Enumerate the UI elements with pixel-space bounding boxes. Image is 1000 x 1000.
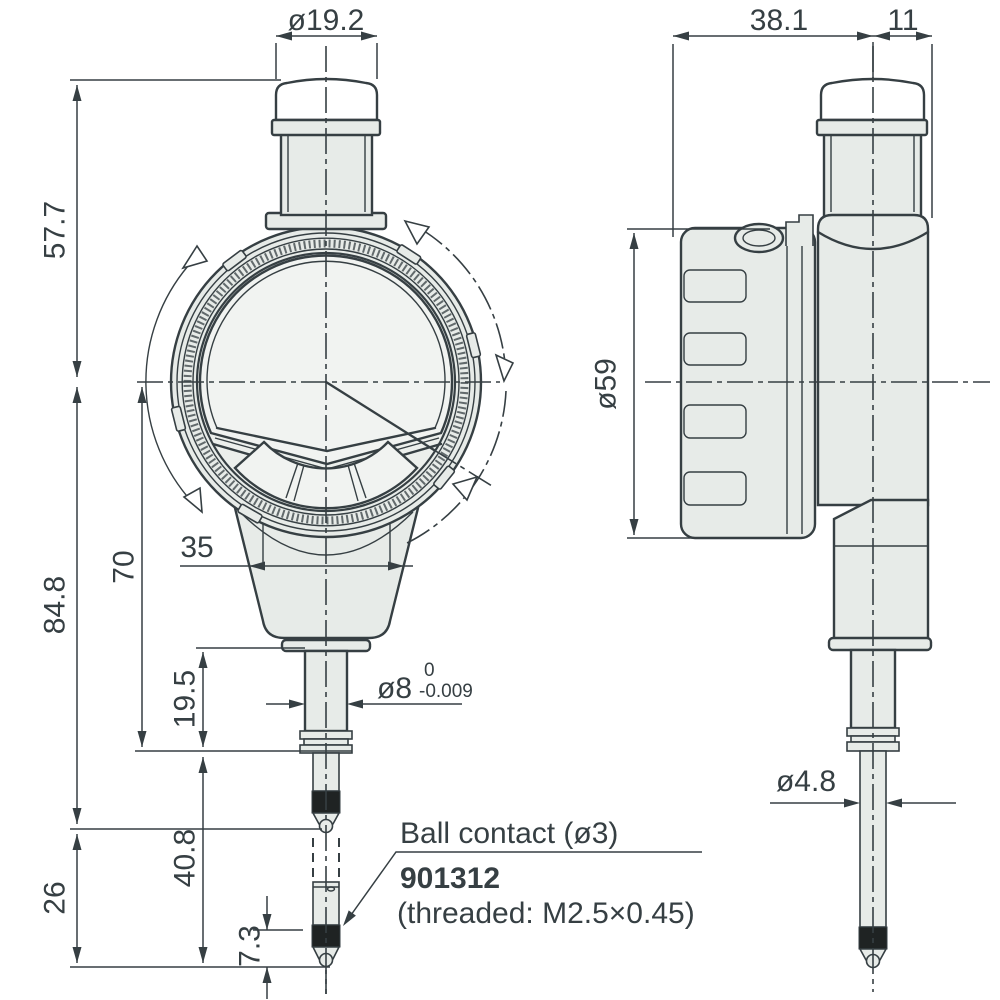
rotation-arrow-icon [403, 219, 431, 246]
side-body [816, 213, 933, 652]
callout-part-number: 901312 [400, 862, 500, 895]
output-cover-tab [785, 214, 814, 246]
dim-stem-length: 19.5 [169, 670, 202, 728]
side-button [683, 269, 747, 303]
front-view [137, 46, 515, 994]
dim-bezel-diameter: ø59 [590, 358, 623, 410]
dim-stem-diameter: ø8 [377, 672, 412, 705]
callout-thread-note: (threaded: M2.5×0.45) [397, 897, 695, 930]
rotation-arrow-icon [494, 353, 515, 384]
rotation-arrow-icon [182, 486, 203, 514]
side-view [645, 46, 990, 992]
dim-lower-section: 26 [39, 881, 72, 914]
bezel-rotation-marks [145, 219, 515, 545]
dim-cap-overhang: 11 [887, 4, 918, 37]
side-knurled-cap [819, 77, 926, 122]
dim-spindle-travel: 40.8 [169, 829, 202, 887]
dim-cap-diameter: ø19.2 [288, 4, 365, 37]
spindle-travel-ghost [312, 838, 340, 882]
dim-height-lower: 84.8 [39, 576, 72, 634]
front-dimensions: ø19.2 57.7 84.8 26 70 19.5 40.8 [39, 4, 473, 999]
dim-center-to-stem-end: 70 [108, 550, 141, 583]
side-button [683, 404, 747, 439]
side-dimensions: 38.1 11 ø59 ø4.8 [590, 4, 956, 808]
bezel-grip-tabs [170, 244, 482, 524]
front-knurled-cap [274, 77, 379, 122]
dim-spindle-diameter: ø4.8 [776, 765, 836, 798]
callout-label: Ball contact (ø3) [400, 817, 618, 850]
top-set-button [733, 222, 785, 254]
rotation-arrow-icon [181, 244, 209, 270]
dim-body-depth: 38.1 [750, 4, 808, 37]
side-bezel [679, 214, 817, 540]
bezel-serration [183, 239, 469, 525]
contact-point-callout: Ball contact (ø3) 901312 (threaded: M2.5… [343, 817, 702, 930]
dim-contact-tip: 7.3 [234, 925, 267, 967]
dim-stem-tol-lower: -0.009 [419, 681, 473, 702]
dim-housing-width: 35 [180, 531, 213, 564]
side-neck-and-cap [815, 77, 929, 220]
dim-stem-tol-upper: 0 [424, 660, 435, 681]
side-button [683, 471, 747, 506]
dim-height-upper: 57.7 [39, 201, 72, 259]
rotation-arrow-icon [451, 475, 479, 502]
callout-leader-arrow-icon [343, 910, 356, 926]
side-button [683, 332, 747, 366]
